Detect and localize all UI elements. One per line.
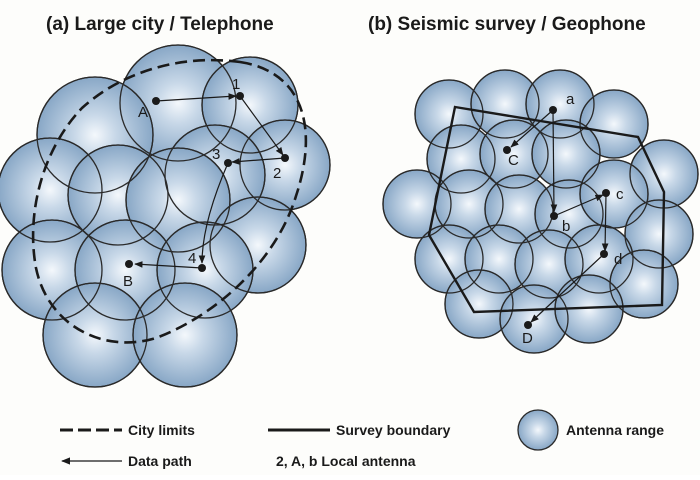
- local-antenna-node: [524, 321, 532, 329]
- panel-b-nodes: a C b c d D: [503, 91, 624, 347]
- node-label: 4: [188, 250, 196, 267]
- local-antenna-node: [125, 260, 133, 268]
- node-label: D: [522, 330, 533, 347]
- node-label: 1: [232, 76, 240, 93]
- antenna-range-swatch: [517, 409, 559, 451]
- node-label: C: [508, 152, 519, 169]
- city-limits-boundary: [31, 58, 308, 344]
- panel-a-cell-outlines: [0, 44, 331, 388]
- local-antenna-node: [198, 264, 206, 272]
- node-label: B: [123, 273, 133, 290]
- node-label: b: [562, 218, 570, 235]
- legend-local-antenna: 2, A, b Local antenna: [276, 453, 416, 469]
- local-antenna-node: [503, 146, 511, 154]
- legend: City limits Data path Survey boundary 2,…: [60, 409, 664, 469]
- node-label: c: [616, 186, 624, 203]
- node-label: A: [138, 104, 148, 121]
- panel-b-cell-outlines: [382, 69, 699, 354]
- local-antenna-node: [236, 92, 244, 100]
- node-label: d: [614, 251, 622, 268]
- panel-a-title: (a) Large city / Telephone: [46, 14, 274, 35]
- node-label: a: [566, 91, 575, 108]
- node-label: 3: [212, 146, 220, 163]
- legend-data-path: Data path: [128, 453, 192, 469]
- panel-a-data-path: [134, 93, 286, 269]
- legend-city-limits: City limits: [128, 422, 195, 438]
- legend-antenna-range: Antenna range: [566, 422, 664, 438]
- panel-b-data-path: [510, 109, 609, 323]
- local-antenna-node: [152, 97, 160, 105]
- local-antenna-node: [224, 159, 232, 167]
- node-label: 2: [273, 165, 281, 182]
- local-antenna-node: [549, 106, 557, 114]
- survey-boundary: [427, 105, 666, 314]
- legend-survey-boundary: Survey boundary: [336, 422, 451, 438]
- panel-b-title: (b) Seismic survey / Geophone: [368, 14, 646, 35]
- local-antenna-node: [281, 154, 289, 162]
- local-antenna-node: [602, 189, 610, 197]
- local-antenna-node: [600, 250, 608, 258]
- panel-a-nodes: A 1 2 3 4 B: [123, 76, 289, 290]
- local-antenna-node: [550, 212, 558, 220]
